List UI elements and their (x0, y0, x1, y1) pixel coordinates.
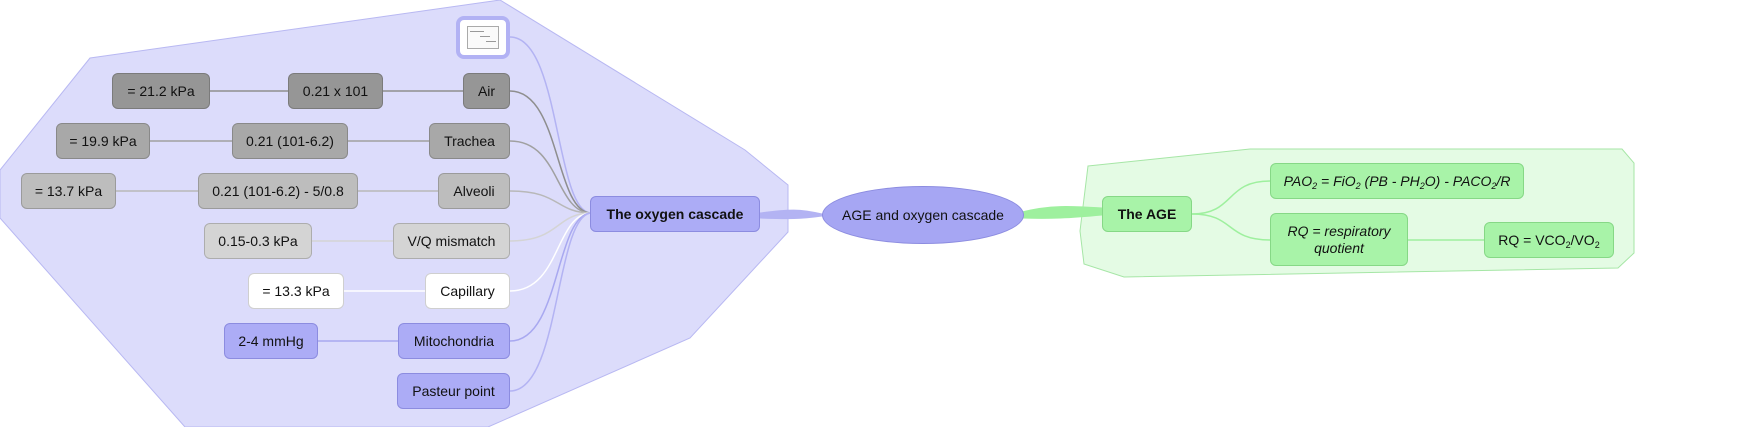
cascade-step-trachea[interactable]: Trachea (429, 123, 510, 159)
the-age-node[interactable]: The AGE (1102, 196, 1192, 232)
cascade-value-trachea[interactable]: = 19.9 kPa (56, 123, 150, 159)
central-topic[interactable]: AGE and oxygen cascade (822, 186, 1024, 244)
cascade-value-capillary[interactable]: = 13.3 kPa (248, 273, 344, 309)
cascade-step-mitochondria[interactable]: Mitochondria (398, 323, 510, 359)
cascade-value-vq-mismatch[interactable]: 0.15-0.3 kPa (204, 223, 312, 259)
connector-lines (116, 36, 1484, 392)
cascade-calc-trachea[interactable]: 0.21 (101-6.2) (232, 123, 348, 159)
cascade-step-alveoli[interactable]: Alveoli (438, 173, 510, 209)
cascade-value-alveoli[interactable]: = 13.7 kPa (21, 173, 116, 209)
rq-definition-node[interactable]: RQ = respiratory quotient (1270, 213, 1408, 266)
cascade-step-pasteur-point[interactable]: Pasteur point (397, 373, 510, 409)
cascade-value-mitochondria[interactable]: 2-4 mmHg (224, 323, 318, 359)
age-formula-node[interactable]: PAO2 = FiO2 (PB - PH2O) - PACO2/R (1270, 163, 1524, 199)
rq-formula-text: RQ = VCO2/VO2 (1498, 231, 1600, 250)
cascade-value-air[interactable]: = 21.2 kPa (112, 73, 210, 109)
cascade-calc-alveoli[interactable]: 0.21 (101-6.2) - 5/0.8 (198, 173, 358, 209)
cascade-step-air[interactable]: Air (463, 73, 510, 109)
cascade-step-vq-mismatch[interactable]: V/Q mismatch (393, 223, 510, 259)
cascade-calc-air[interactable]: 0.21 x 101 (288, 73, 383, 109)
formula-text: PAO2 = FiO2 (PB - PH2O) - PACO2/R (1283, 172, 1511, 191)
image-thumbnail-icon (467, 26, 499, 49)
oxygen-cascade-node[interactable]: The oxygen cascade (590, 196, 760, 232)
rq-formula-node[interactable]: RQ = VCO2/VO2 (1484, 222, 1614, 258)
cascade-step-capillary[interactable]: Capillary (425, 273, 510, 309)
image-node[interactable] (456, 16, 510, 59)
